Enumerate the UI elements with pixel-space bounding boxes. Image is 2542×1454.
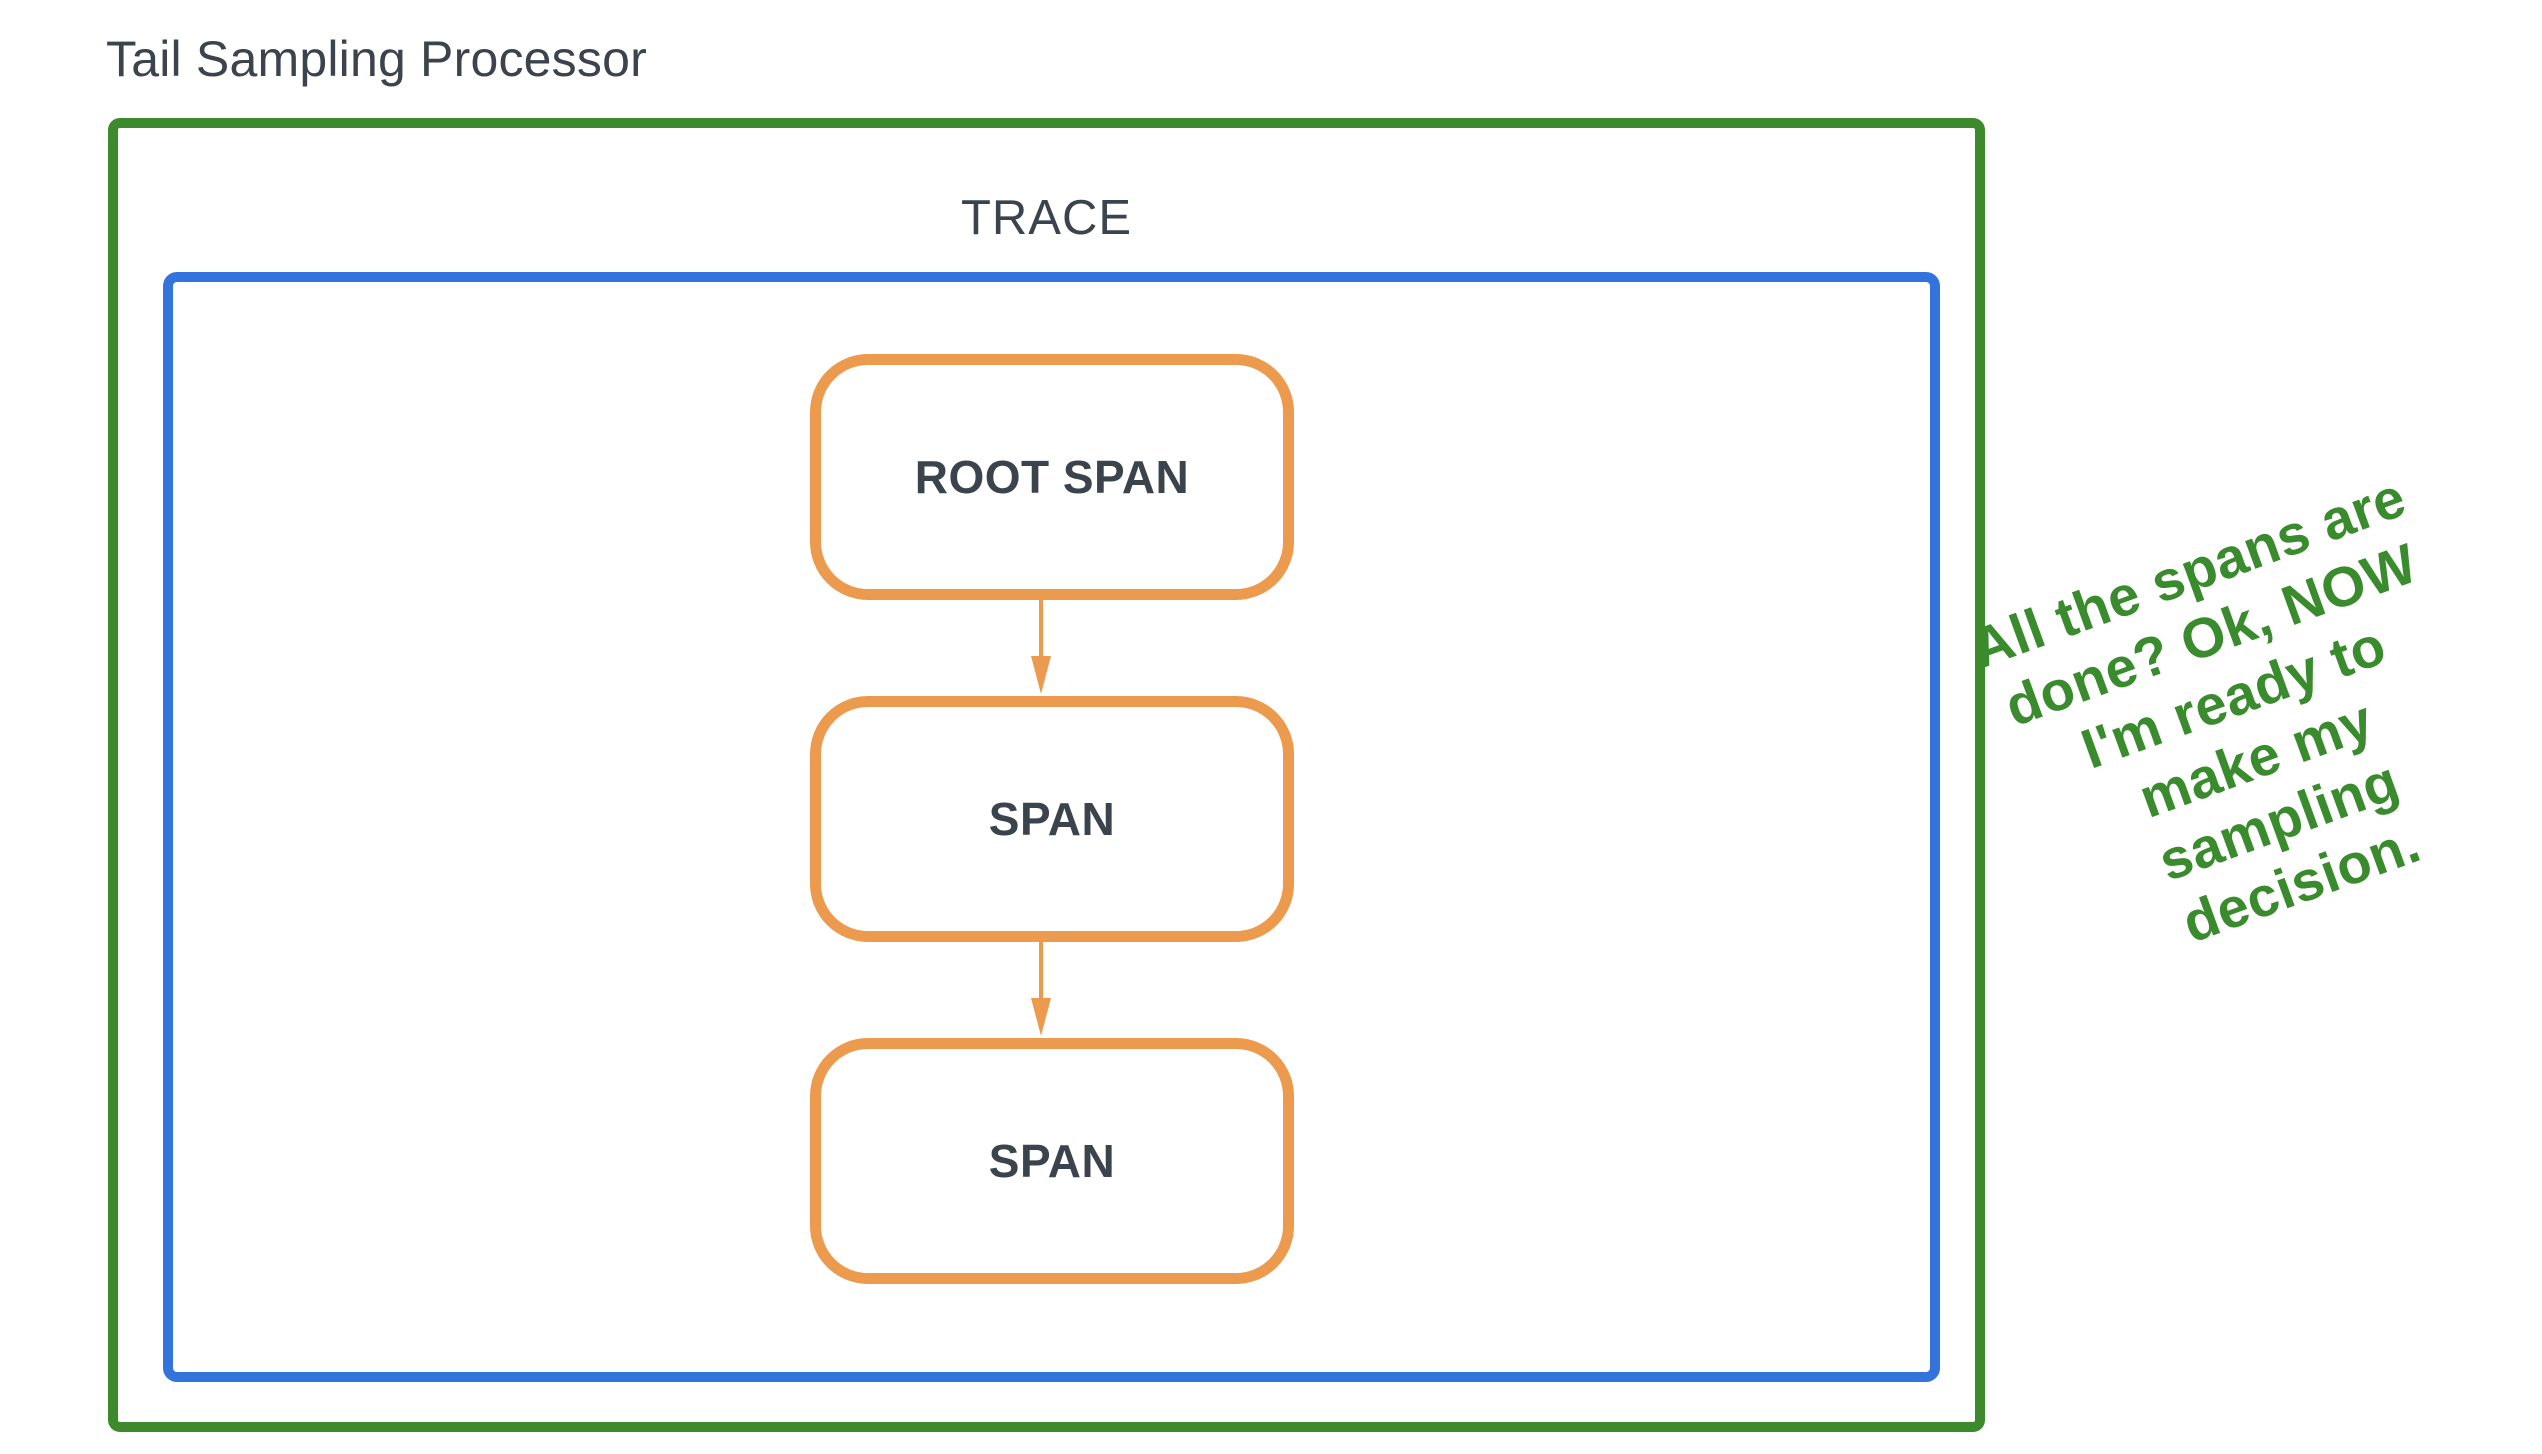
page-title: Tail Sampling Processor	[106, 31, 647, 87]
span-label-2: SPAN	[988, 1135, 1116, 1187]
span-label-1: SPAN	[988, 793, 1116, 845]
span-stack: ROOT SPAN SPAN	[173, 282, 1930, 1372]
sampling-decision-annotation: All the spans are done? Ok, NOW I'm read…	[1962, 464, 2429, 955]
span-node-1[interactable]: SPAN	[810, 696, 1294, 942]
trace-label: TRACE	[960, 191, 1133, 245]
arrow-root-to-span-1-icon	[1029, 600, 1053, 696]
trace-container: ROOT SPAN SPAN	[163, 272, 1940, 1382]
root-span-node[interactable]: ROOT SPAN	[810, 354, 1294, 600]
span-node-2[interactable]: SPAN	[810, 1038, 1294, 1284]
root-span-label: ROOT SPAN	[914, 451, 1190, 503]
tail-sampling-processor-container: TRACE ROOT SPAN SPAN	[108, 118, 1985, 1432]
arrow-span-1-to-span-2-icon	[1029, 942, 1053, 1038]
